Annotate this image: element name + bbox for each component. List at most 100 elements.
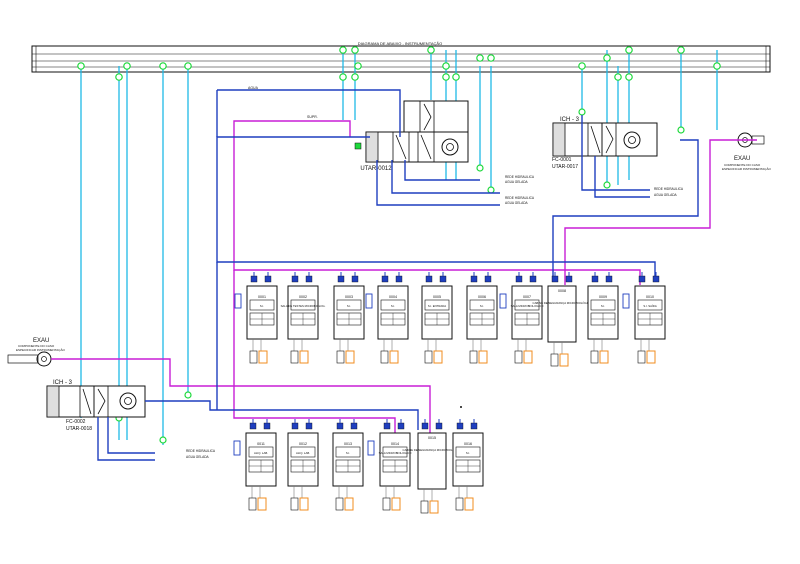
room-name: CABINE DE SEGURANÇA MICROBIOLÓGICA (533, 300, 592, 305)
blue-supply-ducts (97, 89, 699, 461)
room-name-frame (335, 446, 361, 458)
note-right-1: REDE HIDRAULICA (654, 187, 684, 191)
sensor-box (424, 350, 433, 364)
room-name: S.I. (346, 451, 350, 455)
room-box (547, 285, 577, 343)
room-name-frame (637, 299, 663, 311)
supply-diffuser (591, 275, 599, 283)
room-box (379, 432, 411, 487)
sensor-box-orange (478, 350, 488, 364)
exhaust-left-title: EXAU (33, 338, 49, 344)
supply-diffuser (249, 422, 257, 430)
ahu-right: ICH - 3 FC-0001 UTAR-0017 (552, 117, 658, 170)
sensor-box-orange (523, 350, 533, 364)
room-tag: 0013 (344, 442, 352, 446)
room-box (417, 432, 447, 490)
ahu-left-name: ICH - 3 (53, 380, 73, 386)
return-grille (435, 422, 443, 430)
room-name-frame (469, 299, 495, 311)
diagram-title: DIAGRAMA DE ABAIXO - INSTRUMENTAÇÃO (358, 41, 442, 46)
supply-diffuser (470, 275, 478, 283)
room-tag: 0001 (258, 295, 266, 299)
room-tag: 0002 (299, 295, 307, 299)
sensor-box (420, 500, 429, 514)
room-box (287, 432, 319, 487)
note-top-1: REDE HIDRAULICA (505, 175, 535, 179)
room-tag: 0003 (345, 295, 353, 299)
sensor-box-orange (345, 350, 355, 364)
room-name: SALA MICROBIOLOGICO (511, 304, 545, 308)
ahu-left: ICH - 3 FC-0002 UTAR-0018 (46, 380, 146, 432)
supply-diffuser (515, 275, 523, 283)
exhaust-left-sub2: ESPECIFICAR INSTRUMENTAÇÃO (16, 347, 65, 352)
return-grille (350, 422, 358, 430)
room-name: S.I. (260, 304, 264, 308)
supply-diffuser (337, 275, 345, 283)
ahu-left-label: UTAR-0018 (66, 426, 92, 432)
room-name: S.I. (466, 451, 470, 455)
room-box (421, 285, 453, 340)
room-box (333, 285, 365, 340)
room-name: ALIQ. LAB. (254, 451, 268, 455)
room-tag: 0007 (523, 295, 531, 299)
sensor-box (550, 353, 559, 367)
supply-diffuser (456, 422, 464, 430)
sensor-box (249, 350, 258, 364)
return-grille (351, 275, 359, 283)
exhaust-right: EXAU COMPONENTE DO CASO ESPECIFICAR INST… (722, 132, 771, 171)
sensor-box-orange (299, 350, 309, 364)
note-left-2: AGUA GELADA (186, 455, 210, 459)
note-top-2: AGUA GELADA (505, 180, 529, 184)
room-name-frame (455, 446, 481, 458)
exhaust-left-sub1: COMPONENTE DO CASO (18, 344, 55, 348)
return-grille (263, 422, 271, 430)
room-box (452, 432, 484, 487)
room-box (466, 285, 498, 340)
ahu-right-tag: FC-0001 (552, 157, 572, 163)
supply-diffuser (291, 275, 299, 283)
exhaust-right-sub1: COMPONENTE DO CASO (724, 163, 761, 167)
exhaust-right-title: EXAU (734, 156, 750, 162)
room-tag: 0015 (428, 436, 436, 440)
sensor-box (290, 350, 299, 364)
room-name-frame (514, 299, 540, 311)
room-name: S.I. SAÍDA (643, 304, 657, 308)
note-right-2: AGUA GELADA (654, 193, 678, 197)
ahu-right-name: ICH - 3 (560, 117, 580, 123)
room-tag: 0008 (558, 289, 566, 293)
filter-unit (499, 293, 507, 309)
sensor-box (335, 497, 344, 511)
note-top2-2: AGUA GELADA (505, 201, 529, 205)
supply-diffuser (291, 422, 299, 430)
room-name: S.I. (601, 304, 605, 308)
supply-diffuser (638, 275, 646, 283)
filter-unit (367, 440, 375, 456)
sensor-box-orange (559, 353, 569, 367)
filter-unit (234, 293, 242, 309)
sensor-box (382, 497, 391, 511)
room-name-frame (382, 446, 408, 458)
sensor-box-orange (464, 497, 474, 511)
sensor-box-orange (299, 497, 309, 511)
room-name: CABINE DE SEGURANÇA MICROBIOLÓGICA (403, 447, 462, 452)
ahu-right-label: UTAR-0017 (552, 164, 578, 170)
return-grille (565, 275, 573, 283)
sensor-box-orange (344, 497, 354, 511)
sensor-box (455, 497, 464, 511)
filter-unit (622, 293, 630, 309)
ahu-top-line-label: AGUA (248, 86, 259, 90)
return-grille (605, 275, 613, 283)
sensor-box-orange (258, 350, 268, 364)
supply-diffuser (250, 275, 258, 283)
filter-unit (233, 440, 241, 456)
sensor-box-orange (646, 350, 656, 364)
